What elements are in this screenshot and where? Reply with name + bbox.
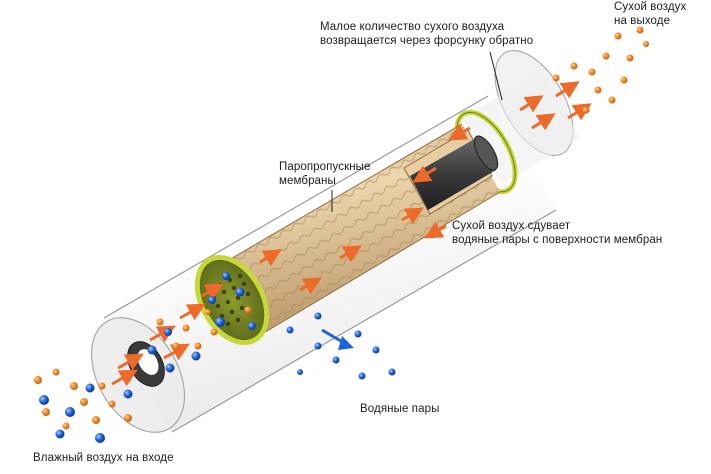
nozzle-tube [410,135,499,210]
water-particles [39,272,396,443]
wet-air-in-label: Влажный воздух на входе [33,452,174,464]
leader-lines [331,51,503,212]
membranes-label: Паропропускные мембраны [279,160,371,188]
dry-air-return-line-1: Малое количество сухого воздуха [320,21,505,33]
membranes-line-2: мембраны [279,175,336,187]
dry-air-out-label: Сухой воздух на выходе [614,0,686,28]
dry-air-particles [34,26,649,430]
sweep-air-label: Сухой воздух сдувает водяные пары с пове… [452,219,662,247]
dry-air-return-label: Малое количество сухого воздуха возвраща… [320,20,533,48]
membranes-line-1: Паропропускные [279,161,371,173]
dry-air-return-line-2: возвращается через форсунку обратно [320,35,534,47]
dry-air-out-line-1: Сухой воздух [614,1,687,13]
vapor-arrow-icon [321,328,354,350]
dry-air-out-line-2: на выходе [614,15,671,27]
membrane-end-face [194,254,270,346]
water-vapor-label: Водяные пары [360,403,440,415]
sweep-air-line-2: водяные пары с поверхности мембран [452,234,663,246]
flow-arrow-icon [111,81,592,387]
sweep-air-line-1: Сухой воздух сдувает [452,220,571,232]
